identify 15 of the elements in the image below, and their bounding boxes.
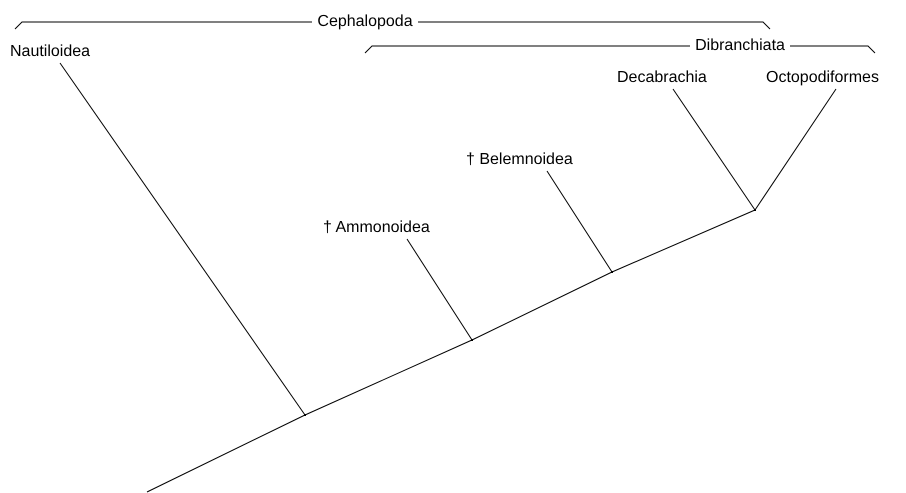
- branch-line: [406, 238, 472, 340]
- branch-line: [146, 414, 306, 492]
- taxon-label: Decabrachia: [617, 68, 707, 87]
- branch-line: [612, 210, 756, 272]
- taxon-label: † Ammonoidea: [323, 218, 430, 237]
- taxon-label: † Belemnoidea: [466, 150, 573, 169]
- branch-line: [754, 88, 836, 210]
- taxon-label: Nautiloidea: [10, 42, 90, 61]
- branch-line: [672, 88, 756, 210]
- taxon-label: Octopodiformes: [766, 68, 879, 87]
- clade-label: Cephalopoda: [312, 12, 418, 31]
- branch-line: [60, 62, 306, 416]
- branch-line: [304, 340, 472, 416]
- branch-line: [546, 170, 612, 272]
- branch-line: [472, 272, 612, 340]
